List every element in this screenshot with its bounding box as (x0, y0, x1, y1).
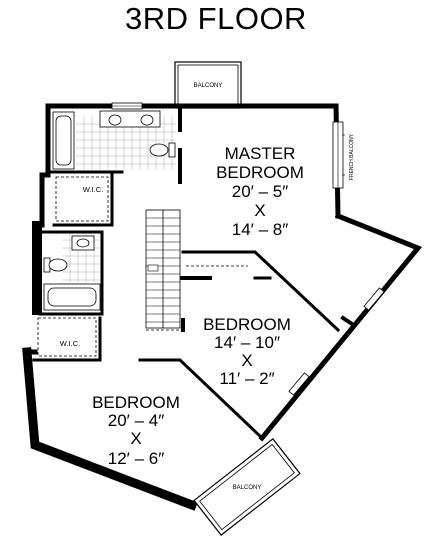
interior-walls (32, 106, 355, 441)
bedroom-mid-dim-x: X (241, 351, 252, 370)
staircase (145, 209, 181, 329)
master-dim-2: 14′ – 8″ (232, 220, 288, 239)
master-name-2: BEDROOM (216, 163, 304, 182)
master-name-1: MASTER (225, 144, 296, 163)
wic-upper-label: W.I.C. (83, 185, 103, 194)
bedroom-low-dim-1: 20′ – 4″ (108, 411, 164, 430)
bedroom-mid-name: BEDROOM (203, 315, 291, 334)
wic-upper: W.I.C. (55, 176, 109, 222)
window-top (111, 102, 143, 110)
balcony-bottom-label: BALCONY (233, 485, 262, 491)
master-dim-x: X (254, 201, 265, 220)
window-diagonal-lower (288, 372, 310, 396)
wic-lower-label: W.I.C. (60, 339, 80, 348)
bedroom-mid-label: BEDROOM 14′ – 10″ X 11′ – 2″ (203, 315, 291, 388)
window-diagonal-upper (363, 287, 385, 311)
bedroom-low-dim-x: X (130, 429, 141, 448)
french-balcony-label: FRENCH BALCONY (349, 133, 355, 180)
lower-bathroom (43, 234, 101, 311)
upper-bathroom (52, 110, 176, 170)
bedroom-mid-dim-2: 11′ – 2″ (219, 369, 274, 388)
bedroom-low-dim-2: 12′ – 6″ (108, 449, 164, 468)
master-bedroom-label: MASTER BEDROOM 20′ – 5″ X 14′ – 8″ (216, 144, 304, 239)
dashed-guides (146, 265, 248, 331)
floor-title: 3RD FLOOR (125, 1, 307, 36)
balcony-top: BALCONY (174, 61, 242, 109)
french-balcony-window: FRENCH BALCONY (332, 121, 355, 189)
balcony-top-label: BALCONY (194, 83, 223, 89)
balcony-bottom: BALCONY (193, 438, 301, 536)
bedroom-low-label: BEDROOM 20′ – 4″ X 12′ – 6″ (92, 393, 180, 468)
wic-lower: W.I.C. (37, 317, 97, 357)
bedroom-low-name: BEDROOM (92, 393, 180, 412)
exterior-walls (22, 103, 423, 511)
bedroom-mid-dim-1: 14′ – 10″ (214, 333, 280, 352)
master-dim-1: 20′ – 5″ (232, 182, 288, 201)
